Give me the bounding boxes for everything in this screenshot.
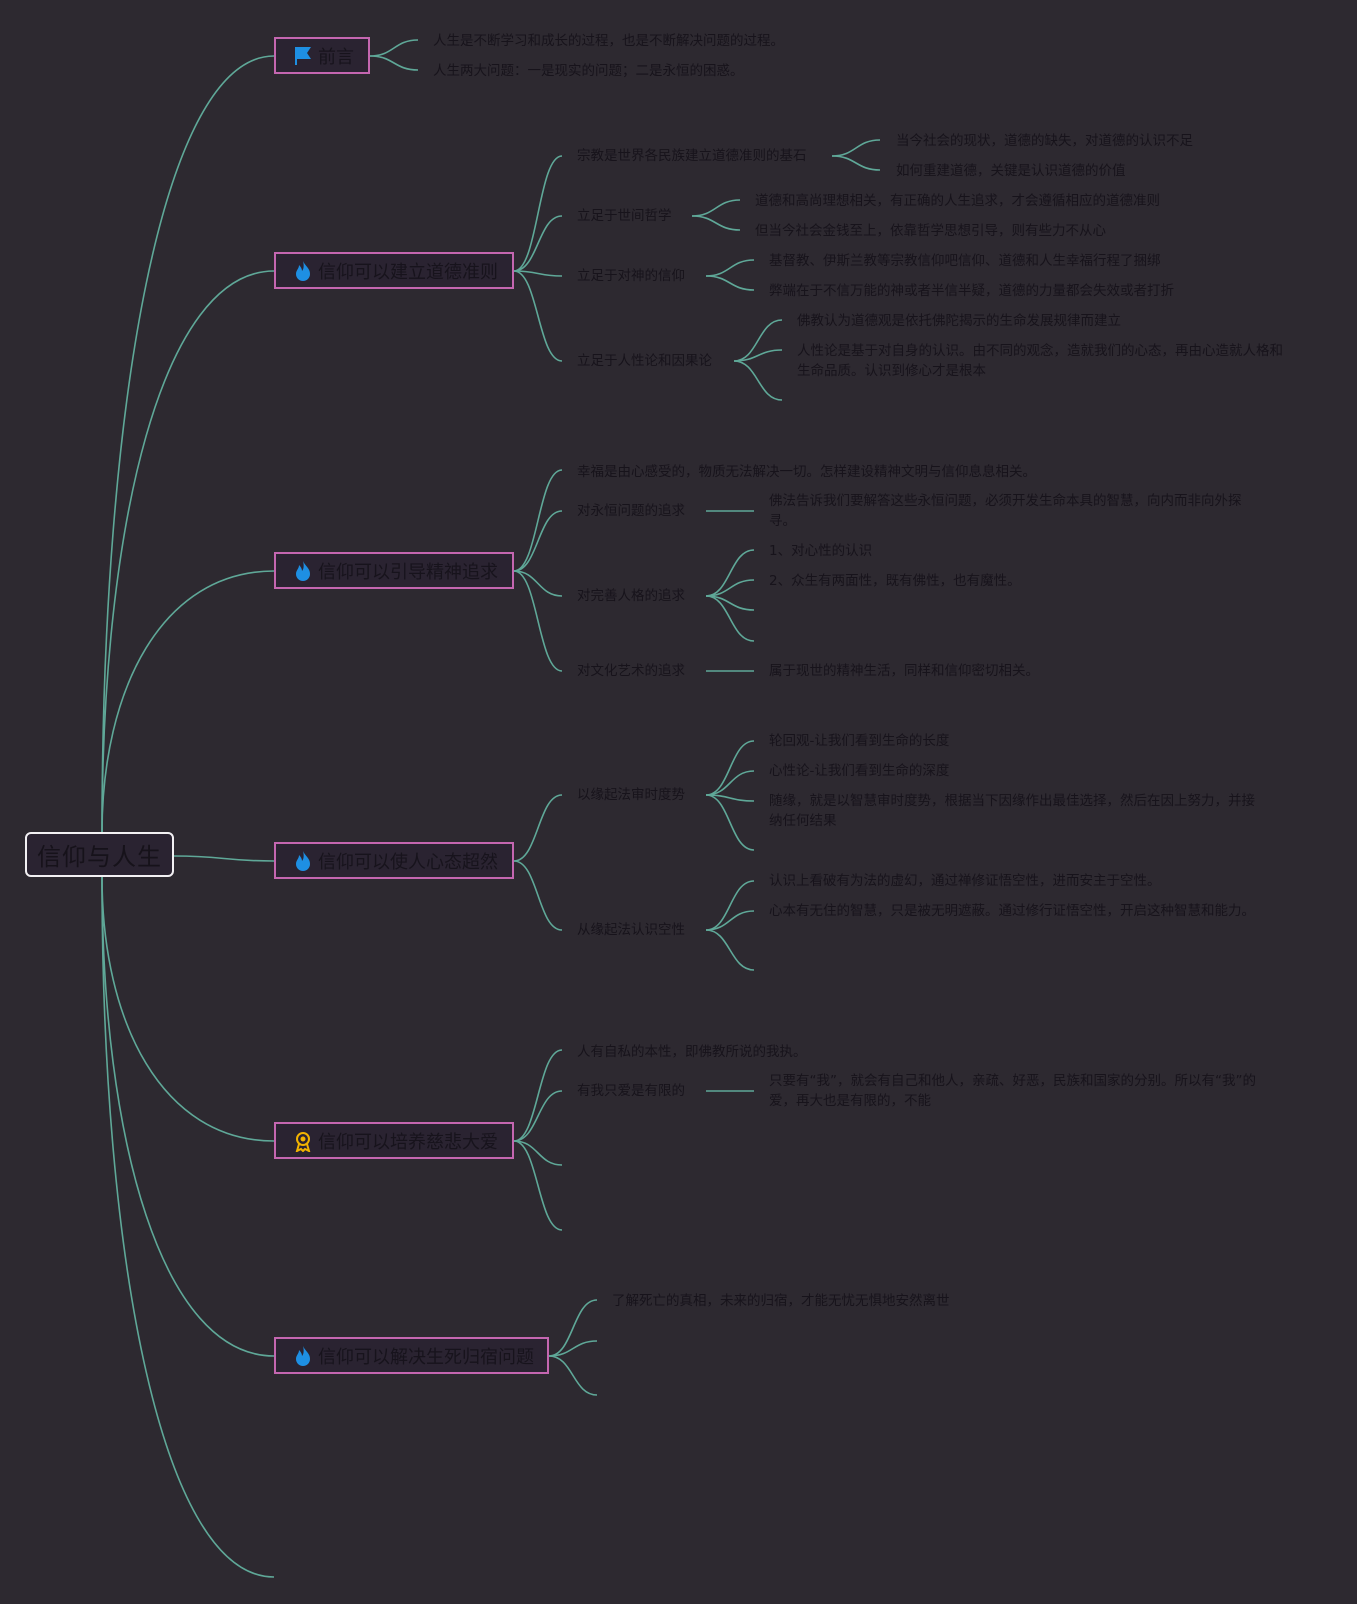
connector-line [513,570,563,597]
subtopic[interactable]: 对完善人格的追求 [577,588,685,604]
connector-line [705,910,755,931]
topic-transcendent-mind[interactable]: 信仰可以使人心态超然 [274,842,514,879]
note: 人性论是基于对自身的认识。由不同的观念，造就我们的心态，再由心造就人格和生命品质… [797,343,1283,379]
topic-life-death[interactable]: 信仰可以解决生死归宿问题 [274,1337,549,1374]
subtopic[interactable]: 从缘起法认识空性 [577,922,685,938]
connector-line [101,876,275,1578]
connector-line [705,929,755,971]
fire-icon [292,560,314,582]
note: 2、众生有两面性，既有佛性，也有魔性。 [769,573,1021,589]
connector-line [513,155,563,272]
note: 基督教、伊斯兰教等宗教信仰吧信仰、道德和人生幸福行程了捆绑 [769,253,1161,269]
topic-preface[interactable]: 前言 [274,37,370,74]
connector-line [705,880,755,931]
badge-icon [292,1130,314,1152]
topic-label: 信仰可以引导精神追求 [318,561,498,583]
subtopic[interactable]: 立足于世间哲学 [577,208,672,224]
connector-line [513,469,563,572]
connector-line [513,270,563,277]
note: 道德和高尚理想相关，有正确的人生追求，才会遵循相应的道德准则 [755,193,1160,209]
subtopic[interactable]: 对永恒问题的追求 [577,503,685,519]
connector-line [101,55,275,834]
connector-line [513,215,563,272]
connector-line [548,1340,598,1357]
connector-line [513,270,563,362]
fire-icon [292,1345,314,1367]
connector-line [513,510,563,572]
connector-line [513,860,563,931]
connector-line [705,275,755,291]
connector-line [101,270,275,834]
subtopic[interactable]: 立足于对神的信仰 [577,268,685,284]
connector-line [513,1140,563,1231]
subtopic[interactable]: 幸福是由心感受的，物质无法解决一切。怎样建设精神文明与信仰息息相关。 [577,464,1036,480]
connector-line [691,199,741,217]
connector-line [369,55,419,71]
note: 只要有“我”，就会有自己和他人，亲疏、好恶，民族和国家的分别。所以有“我”的爱，… [769,1073,1256,1109]
connector-line [513,1090,563,1142]
topic-label: 信仰可以解决生死归宿问题 [318,1346,534,1368]
subtopic[interactable]: 以缘起法审时度势 [577,787,685,803]
connector-line [548,1355,598,1396]
topic-spiritual-pursuit[interactable]: 信仰可以引导精神追求 [274,552,514,589]
subtopic[interactable]: 立足于人性论和因果论 [577,353,712,369]
note: 如何重建道德，关键是认识道德的价值 [896,163,1126,179]
note: 人生两大问题：一是现实的问题；二是永恒的困惑。 [433,63,744,79]
connector-line [733,360,783,401]
connector-line [101,876,275,1142]
connector-line [705,740,755,796]
connector-line [173,855,275,862]
connector-line [831,155,881,171]
subtopic[interactable]: 对文化艺术的追求 [577,663,685,679]
connector-line [513,570,563,672]
connector-line [691,215,741,231]
connector-line [101,876,275,1357]
flag-icon [292,45,314,67]
connector-line [831,139,881,157]
topic-label: 信仰可以使人心态超然 [318,851,498,873]
note: 属于现世的精神生活，同样和信仰密切相关。 [769,663,1039,679]
topic-compassion[interactable]: 信仰可以培养慈悲大爱 [274,1122,514,1159]
connector-line [369,39,419,57]
connector-line [513,1140,563,1166]
connector-line [548,1299,598,1357]
note: 人生是不断学习和成长的过程，也是不断解决问题的过程。 [433,33,784,49]
note: 轮回观-让我们看到生命的长度 [769,733,950,749]
connector-line [705,794,755,802]
note: 弊端在于不信万能的神或者半信半疑，道德的力量都会失效或者打折 [769,283,1174,299]
note: 了解死亡的真相，未来的归宿，才能无忧无惧地安然离世 [612,1293,950,1309]
connector-line [513,1049,563,1142]
topic-label: 前言 [318,46,354,68]
note: 随缘，就是以智慧审时度势，根据当下因缘作出最佳选择，然后在因上努力，并接纳任何结… [769,793,1255,829]
connector-line [705,259,755,277]
connector-line [705,549,755,597]
topic-label: 信仰可以培养慈悲大爱 [318,1131,498,1153]
subtopic[interactable]: 有我只爱是有限的 [577,1083,685,1099]
root-node[interactable]: 信仰与人生 [25,832,174,877]
connector-line [733,319,783,362]
connector-line [705,595,755,642]
note: 佛法告诉我们要解答这些永恒问题，必须开发生命本具的智慧，向内而非向外探寻。 [769,493,1242,529]
note: 1、对心性的认识 [769,543,873,559]
subtopic[interactable]: 宗教是世界各民族建立道德准则的基石 [577,148,807,164]
connector-line [733,349,783,362]
note: 当今社会的现状，道德的缺失，对道德的认识不足 [896,133,1193,149]
topic-label: 信仰可以建立道德准则 [318,261,498,283]
fire-icon [292,850,314,872]
subtopic[interactable]: 人有自私的本性，即佛教所说的我执。 [577,1044,807,1060]
note: 但当今社会金钱至上，依靠哲学思想引导，则有些力不从心 [755,223,1106,239]
note: 心性论-让我们看到生命的深度 [769,763,950,779]
connector-line [101,570,275,834]
note: 认识上看破有为法的虚幻，通过禅修证悟空性，进而安主于空性。 [769,873,1161,889]
note: 佛教认为道德观是依托佛陀揭示的生命发展规律而建立 [797,313,1121,329]
fire-icon [292,260,314,282]
topic-moral-principles[interactable]: 信仰可以建立道德准则 [274,252,514,289]
note: 心本有无住的智慧，只是被无明遮蔽。通过修行证悟空性，开启这种智慧和能力。 [769,903,1255,919]
connector-line [513,794,563,862]
connector-line [705,770,755,796]
connector-line [705,794,755,851]
